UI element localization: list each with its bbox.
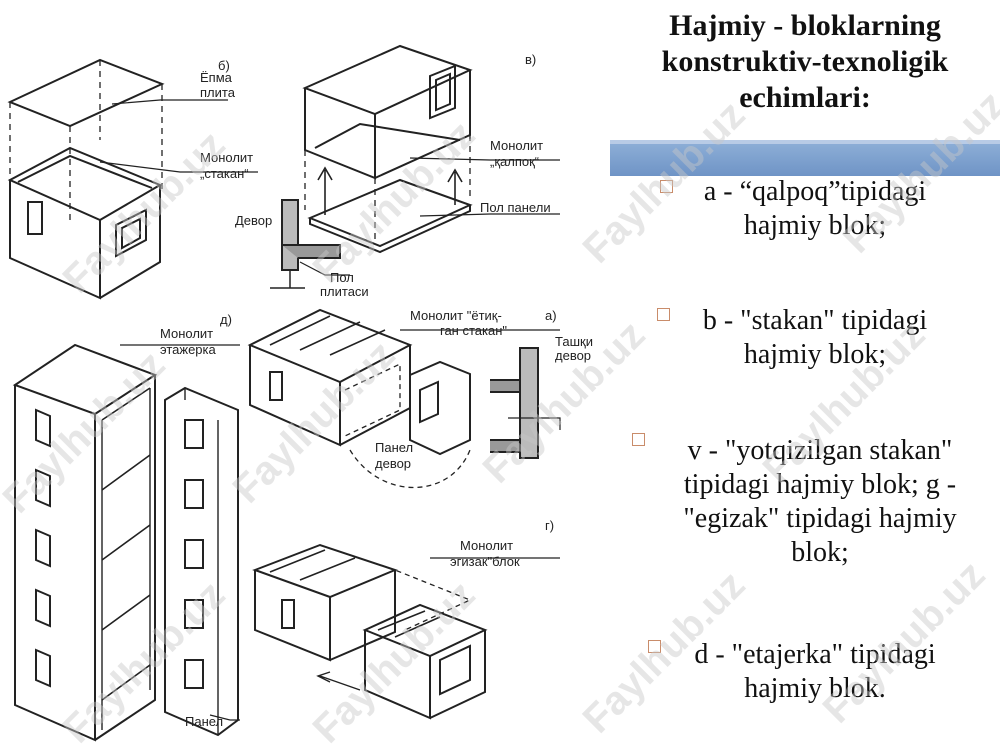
label-monolit-g: Монолит (460, 538, 513, 553)
accent-band (610, 140, 1000, 176)
item-b-line2: hajmiy blok; (743, 339, 887, 370)
item-v-line3: "egizak" tipidagi hajmiy (683, 503, 957, 534)
item-d-line2: hajmiy blok. (744, 673, 886, 704)
label-yotq-stakan: ган стакан" (440, 323, 507, 338)
item-v-line1: v - "yotqizilgan stakan" (687, 435, 953, 466)
item-b-line1: b - "stakan" tipidagi (702, 305, 928, 336)
label-monolit-yotq: Монолит "ётиқ- (410, 308, 502, 323)
title-line-1: Hajmiy - bloklarning (669, 9, 941, 42)
figure-d-etajerka (12, 343, 240, 742)
label-plita: плита (200, 85, 236, 100)
list-item-d: d - "etajerka" tipidagi hajmiy blok. (640, 638, 990, 706)
item-v-line4: blok; (791, 537, 849, 568)
figure-v-qalpoq (270, 44, 560, 289)
block-diagrams: б) в) д) а) г) Ёпма плита Монолит „стака… (7, 44, 593, 742)
list-item-v-g: v - "yotqizilgan stakan" tipidagi hajmiy… (640, 434, 1000, 570)
label-etajerka: этажерка (160, 342, 217, 357)
title-line-2: konstruktiv-texnoligik (661, 45, 949, 78)
label-panel1: Панел (375, 440, 413, 455)
item-v-line2: tipidagi hajmiy blok; g - (683, 469, 957, 500)
item-d-line1: d - "etajerka" tipidagi (694, 639, 936, 670)
label-monolit-stakan: Монолит (200, 150, 253, 165)
label-pol-panel: Пол панели (480, 200, 551, 215)
figure-g-egizak (252, 543, 560, 720)
slide-title: Hajmiy - bloklarning konstruktiv-texnoli… (620, 8, 990, 116)
list-item-a: a - “qalpoq”tipidagi hajmiy blok; (640, 175, 990, 243)
label-pol: Пол (330, 270, 354, 285)
label-monolit-qalpoq: Монолит (490, 138, 543, 153)
label-devor3: девор (375, 456, 411, 471)
figure-b-qalpoq-stakan (7, 58, 258, 300)
list-item-b: b - "stakan" tipidagi hajmiy blok; (640, 304, 990, 372)
figure-a-yotqizilgan-stakan (247, 308, 561, 489)
label-b-letter: б) (218, 58, 230, 73)
label-egizak: эгизак"блок (450, 554, 520, 569)
item-a-line2: hajmiy blok; (743, 210, 887, 241)
label-devor2: девор (555, 348, 591, 363)
bullet-icon (632, 433, 645, 446)
label-yopma: Ёпма (200, 70, 233, 85)
item-a-line1: a - “qalpoq”tipidagi (703, 176, 927, 207)
label-panel2: Панел (185, 714, 223, 729)
title-line-3: echimlari: (739, 81, 871, 114)
bullet-icon (657, 308, 670, 321)
label-plitasi: плитаси (320, 284, 369, 299)
label-d-letter: д) (220, 312, 232, 327)
label-devor1: Девор (235, 213, 272, 228)
label-v-letter: в) (525, 52, 536, 67)
label-stakan: „стакан“ (200, 166, 249, 181)
bullet-icon (648, 640, 661, 653)
construction-drawing: б) в) д) а) г) Ёпма плита Монолит „стака… (7, 44, 593, 742)
accent-band-highlight (610, 140, 1000, 144)
label-monolit-etajerka: Монолит (160, 326, 213, 341)
label-qalpoq: „қалпоқ“ (490, 154, 539, 169)
label-tashqi: Ташқи (555, 334, 593, 349)
label-g-letter: г) (545, 518, 554, 533)
label-a-letter: а) (545, 308, 557, 323)
bullet-icon (660, 180, 673, 193)
